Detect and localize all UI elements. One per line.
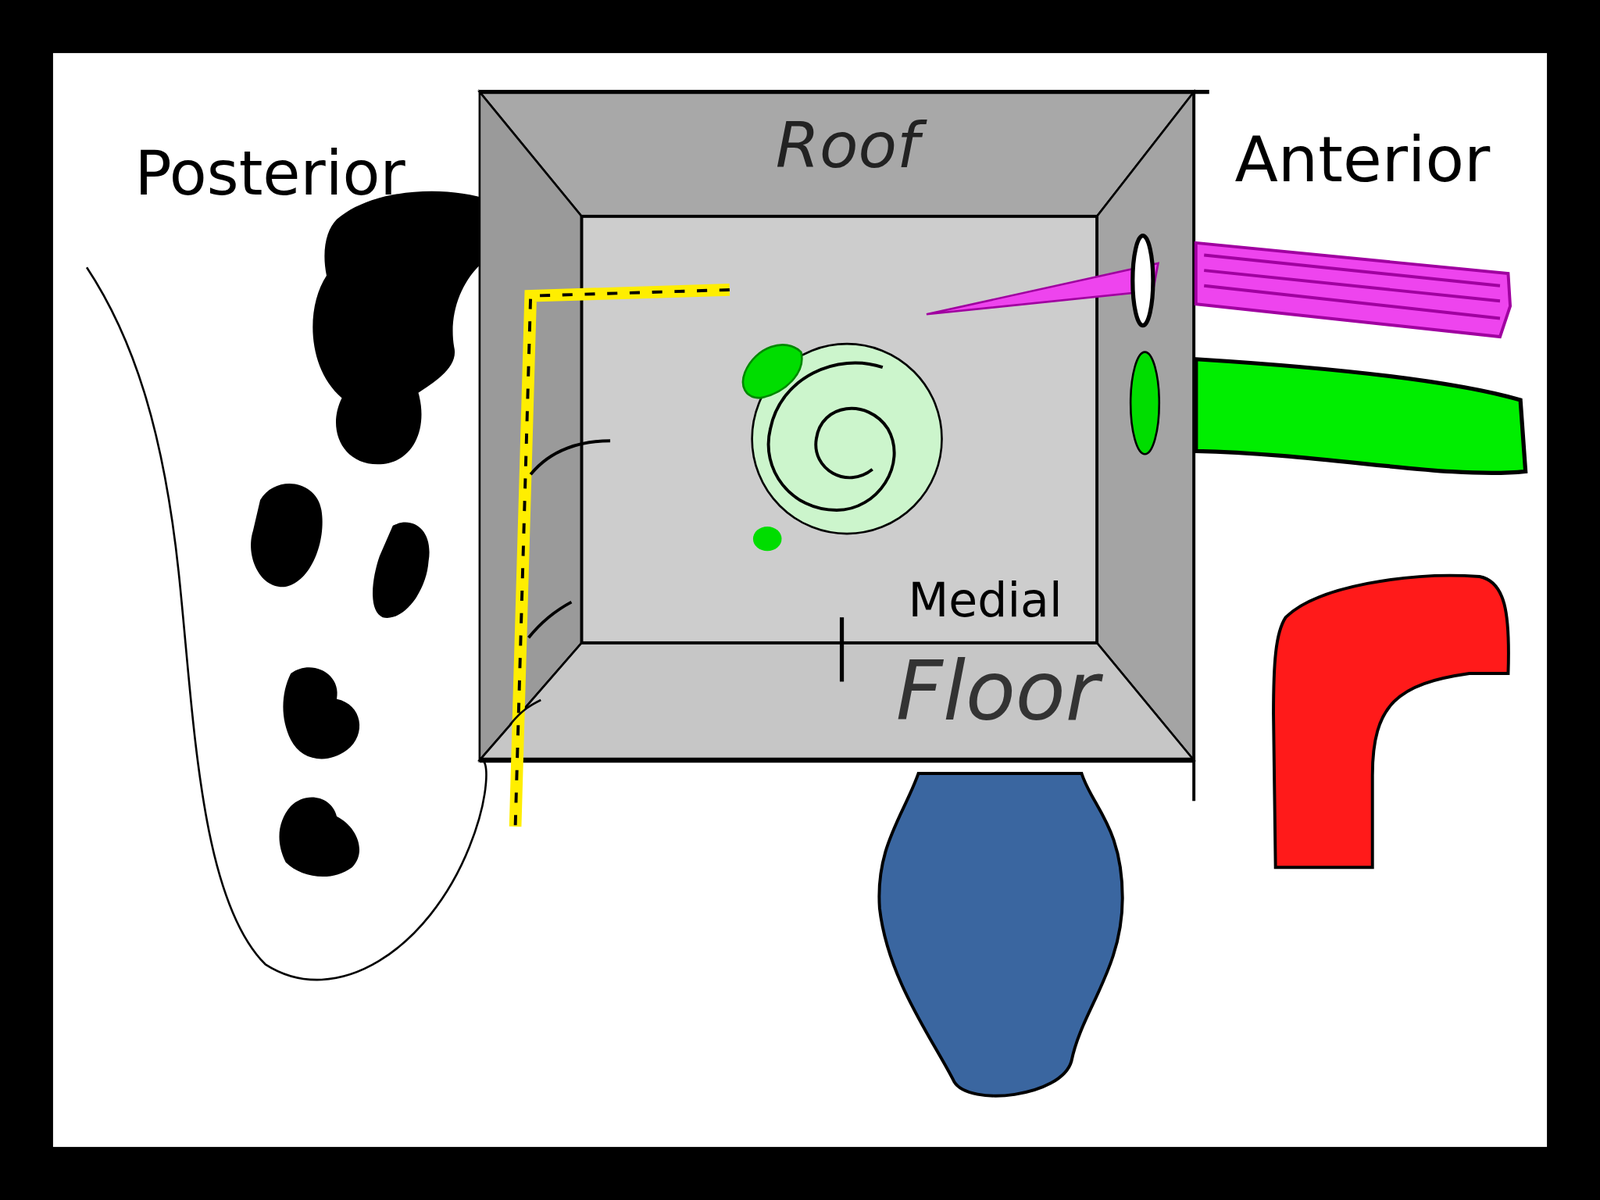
oval-window <box>742 344 802 398</box>
tendon <box>926 263 1158 315</box>
wall-label: Roof <box>775 114 920 178</box>
medial-wall <box>581 216 1097 643</box>
direction-label: Posterior <box>134 142 405 204</box>
canvas <box>53 53 1547 1147</box>
carotid-artery <box>1273 575 1509 868</box>
air-cell <box>282 667 360 759</box>
canal-opening <box>1132 235 1154 326</box>
floor-wall <box>479 642 1194 761</box>
direction-label: Anterior <box>1234 128 1490 193</box>
wall-label: Floor <box>896 650 1100 733</box>
tick-mark <box>839 617 844 682</box>
roof-wall <box>479 92 1194 217</box>
nerve-branch <box>530 440 611 475</box>
box-edge <box>479 757 1194 764</box>
jugular-bulb <box>878 773 1122 1097</box>
box-edge <box>479 89 1210 94</box>
air-cell <box>250 483 323 587</box>
auditory-tube <box>1196 359 1526 474</box>
air-cell <box>278 796 360 877</box>
wall-label: Medial <box>907 576 1062 624</box>
facial-nerve-dash <box>515 289 730 827</box>
facial-nerve <box>515 289 730 827</box>
tensor-tympani <box>1196 242 1511 337</box>
air-cell <box>372 522 430 618</box>
tube-opening <box>1130 352 1160 455</box>
nerve-branch <box>510 700 541 725</box>
round-window <box>753 526 783 551</box>
muscle-fibres <box>1203 255 1500 319</box>
nerve-branch <box>528 602 572 639</box>
